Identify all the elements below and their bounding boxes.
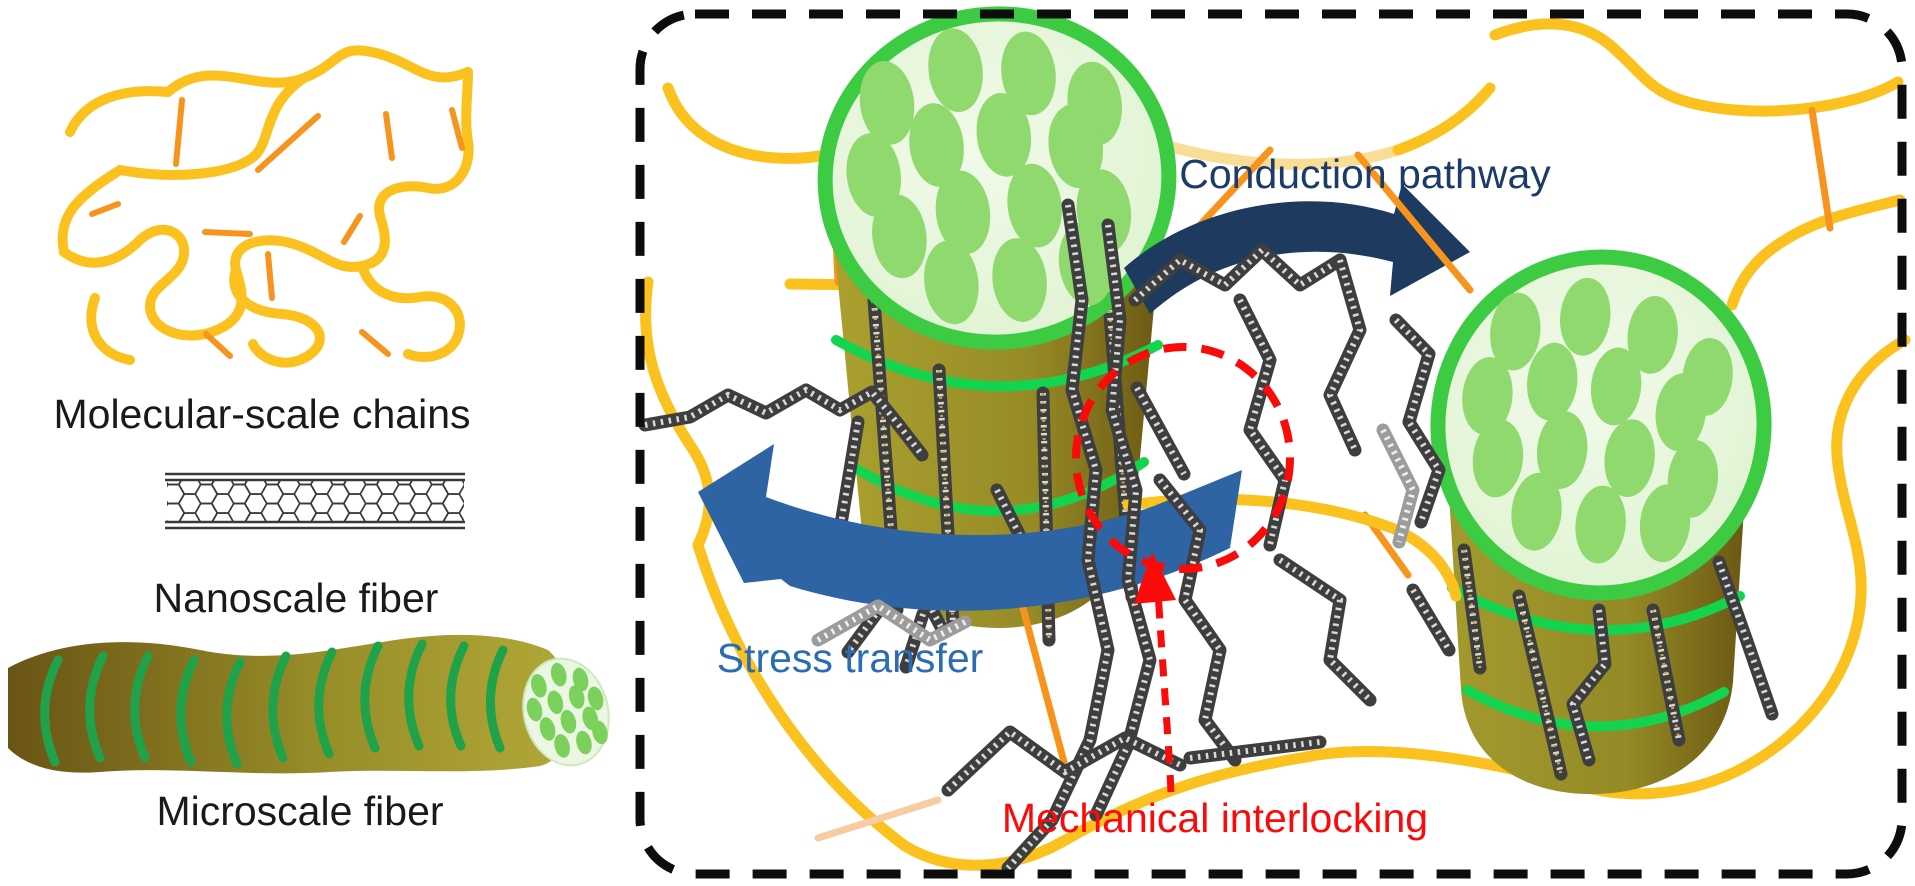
crosslink-over-arrow [1354,151,1474,294]
right-microfiber-cross-section [1430,249,1772,601]
cnt-network [638,198,1446,875]
interlock-dashed-circle [1072,343,1294,573]
microfiber-cross-section [522,657,610,767]
cross-section-fibril-dots [526,662,608,758]
stress-transfer-arrow [698,444,1242,611]
left-microfiber-cross-section [817,6,1177,350]
right-fiber-fibril-dots [1462,277,1733,564]
conduction-pathway-label: Conduction pathway [1179,151,1551,197]
microscale-fiber-label: Microscale fiber [156,788,443,834]
network-crosslinks [89,97,465,359]
right-microfiber [1406,249,1779,795]
mechanical-interlocking-label: Mechanical interlocking [1002,795,1428,841]
interlock-dashed-arrow [1134,552,1176,793]
carbon-nanotube-icon [165,472,465,530]
composite-interior-illustration [638,6,1911,875]
conduction-pathway-arrow [1124,184,1470,314]
dashed-boundary-box [635,9,1907,879]
nanoscale-fiber-label: Nanoscale fiber [154,575,439,621]
left-fiber-fibril-dots [846,28,1132,325]
cnts-on-right-fiber [1406,543,1779,781]
microfiber-green-bands [40,639,508,769]
microfiber-body [8,634,574,774]
stress-transfer-label: Stress transfer [717,635,984,681]
molecular-scale-chains-label: Molecular-scale chains [53,391,470,437]
microscale-fiber-illustration [8,634,610,774]
molecular-network-illustration [57,45,474,368]
